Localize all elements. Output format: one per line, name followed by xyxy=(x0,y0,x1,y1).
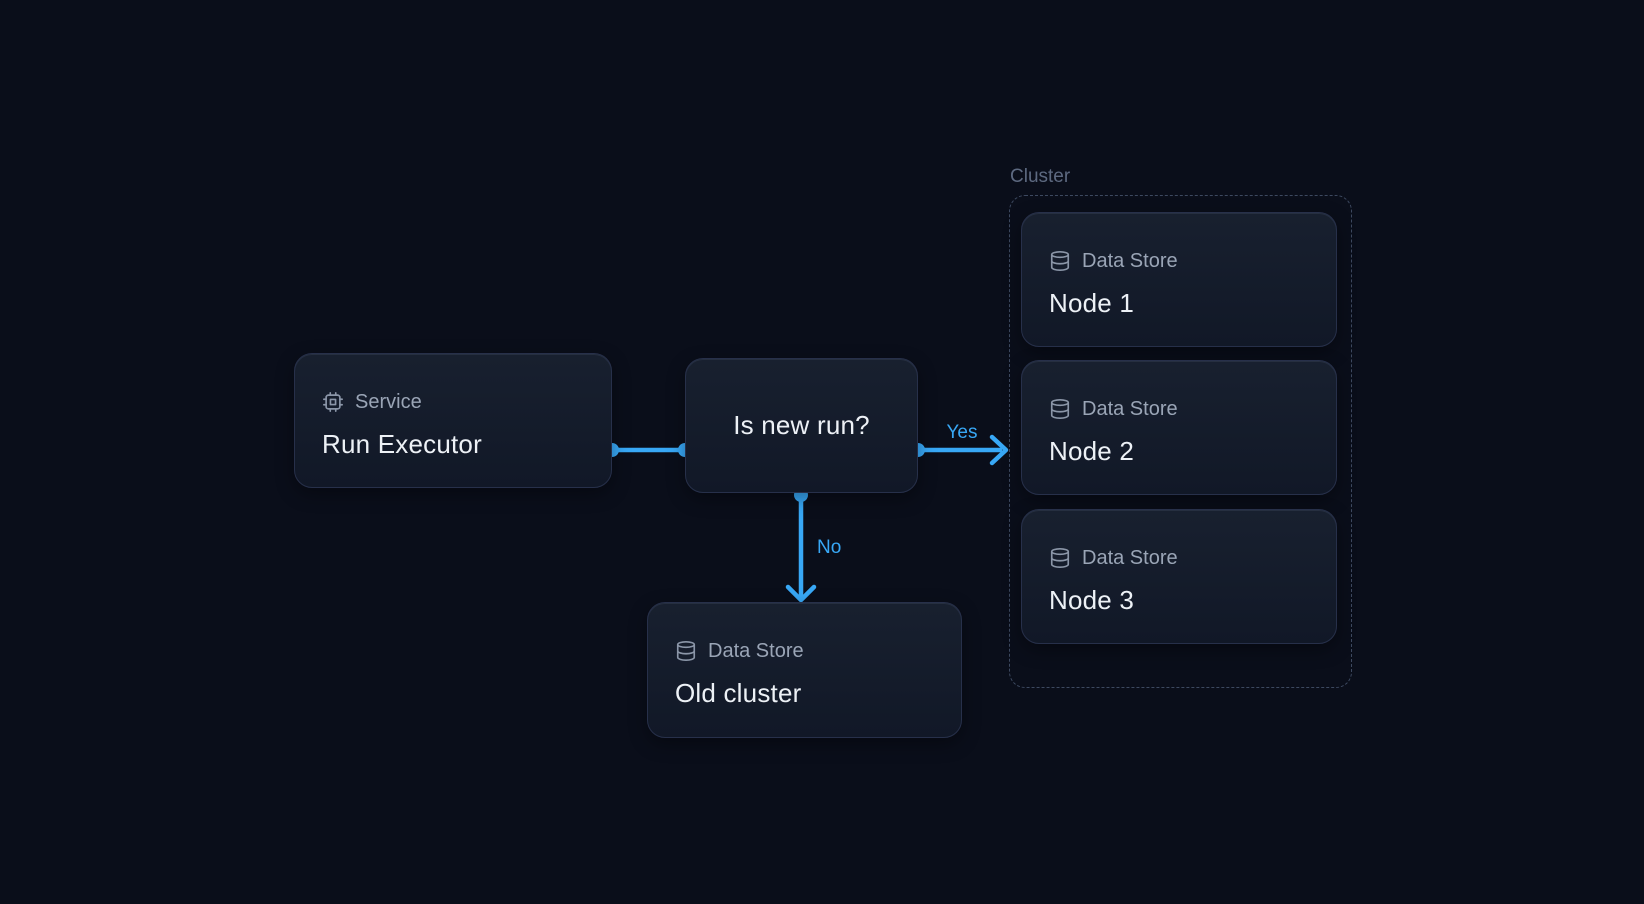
node-name: Node 1 xyxy=(1049,288,1135,318)
node-type-row: Data Store xyxy=(675,639,935,663)
node-is-new-run-decision[interactable]: Is new run? xyxy=(685,358,918,493)
node-name: Node 2 xyxy=(1049,436,1135,466)
cluster-group[interactable] xyxy=(1009,195,1352,688)
database-icon xyxy=(1050,548,1070,568)
edge-decision-no xyxy=(785,488,817,603)
node-type-label: Data Store xyxy=(708,640,804,662)
cpu-icon xyxy=(323,392,343,412)
node-type-label: Data Store xyxy=(1082,547,1178,569)
database-icon xyxy=(1050,251,1070,271)
node-type-label: Data Store xyxy=(1082,398,1178,420)
node-name: Old cluster xyxy=(675,678,802,708)
node-type-row: Data Store xyxy=(1049,249,1310,273)
node-type-label: Service xyxy=(355,391,422,413)
node-type-row: Service xyxy=(322,390,585,414)
node-run-executor[interactable]: Service Run Executor xyxy=(294,353,612,488)
cluster-group-label: Cluster xyxy=(1010,166,1071,187)
node-type-label: Data Store xyxy=(1082,250,1178,272)
database-icon xyxy=(1050,399,1070,419)
node-cluster-node-2[interactable]: Data Store Node 2 xyxy=(1021,360,1337,495)
node-cluster-node-1[interactable]: Data Store Node 1 xyxy=(1021,212,1337,347)
node-old-cluster[interactable]: Data Store Old cluster xyxy=(647,602,962,738)
node-cluster-node-3[interactable]: Data Store Node 3 xyxy=(1021,509,1337,644)
edge-label-no: No xyxy=(817,537,842,558)
database-icon xyxy=(676,641,696,661)
node-type-row: Data Store xyxy=(1049,546,1310,570)
node-name: Run Executor xyxy=(322,429,482,459)
decision-question: Is new run? xyxy=(733,410,870,440)
edge-executor-to-decision xyxy=(605,443,692,457)
node-name: Node 3 xyxy=(1049,585,1135,615)
node-type-row: Data Store xyxy=(1049,397,1310,421)
edge-label-yes: Yes xyxy=(946,422,978,443)
